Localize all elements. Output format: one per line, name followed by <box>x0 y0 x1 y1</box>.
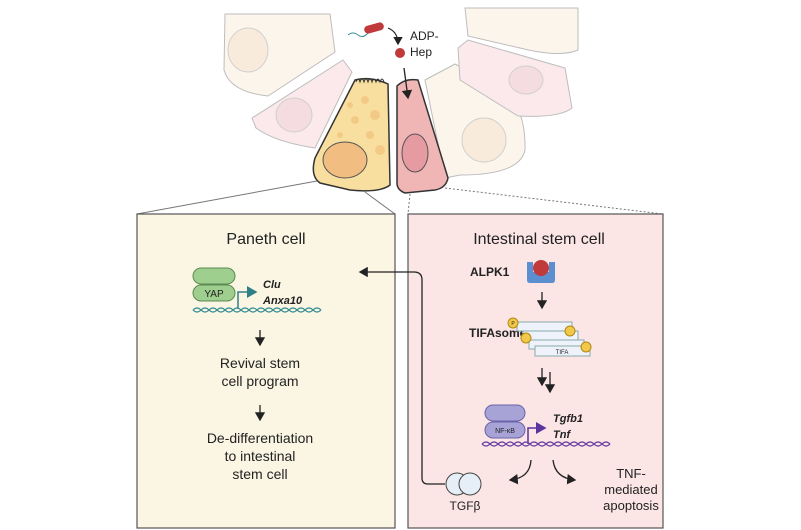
stem-title: Intestinal stem cell <box>473 231 605 248</box>
paneth-title: Paneth cell <box>226 231 305 248</box>
revival-line-2: cell program <box>221 373 298 389</box>
apoptosis-line-3: apoptosis <box>603 498 659 513</box>
apoptosis-line-2: mediated <box>604 482 657 497</box>
yap-label: YAP <box>204 289 224 300</box>
stem-panel: Intestinal stem cell ALPK1 TIFAsome TIFA… <box>407 213 664 529</box>
dediff-line-2: to intestinal <box>225 448 296 464</box>
tifasome-icon: TIFA P <box>507 317 592 357</box>
adp-hep-bound-icon <box>533 260 549 276</box>
yap-partner <box>192 267 236 285</box>
nfkb-partner <box>484 404 526 422</box>
gene-tgfb1: Tgfb1 <box>553 413 583 425</box>
nfkb-label: NF-κB <box>495 428 515 435</box>
adp-hep-label-2: Hep <box>410 45 432 59</box>
flagellum <box>347 32 369 38</box>
alpk1-label: ALPK1 <box>470 265 510 279</box>
crypt-illustration: ADP- Hep <box>223 7 579 194</box>
yap-protein <box>192 284 236 302</box>
tifa-label: TIFA <box>556 350 569 356</box>
revival-line-1: Revival stem <box>220 355 300 371</box>
dediff-line-1: De-differentiation <box>207 430 313 446</box>
phospho-label: P <box>511 321 515 327</box>
paneth-nucleus <box>322 141 368 179</box>
gene-tnf: Tnf <box>553 429 571 441</box>
tgfb-feedback-arrow <box>358 266 445 485</box>
stem-nucleus <box>401 133 429 173</box>
gene-clu: Clu <box>263 279 281 291</box>
bacterium-icon <box>364 22 384 34</box>
faded-cells <box>223 7 579 179</box>
apoptosis-line-1: TNF- <box>616 466 646 481</box>
adp-hep-icon <box>395 48 405 58</box>
tgfb-label: TGFβ <box>450 499 481 513</box>
adp-hep-label-1: ADP- <box>410 29 439 43</box>
dediff-line-3: stem cell <box>232 466 287 482</box>
gene-anxa10: Anxa10 <box>262 295 303 307</box>
microvilli <box>355 78 385 84</box>
tifasome-label: TIFAsome <box>469 326 527 340</box>
paneth-panel: Paneth cell YAP Clu Anxa10 Revival stem … <box>136 213 396 529</box>
nfkb-protein <box>484 421 526 439</box>
